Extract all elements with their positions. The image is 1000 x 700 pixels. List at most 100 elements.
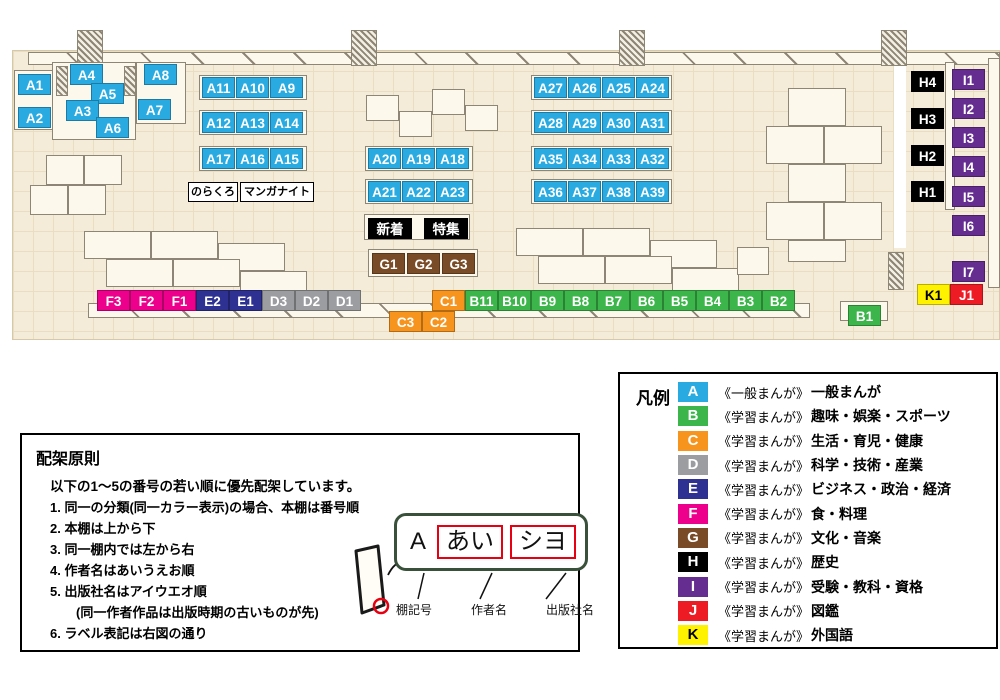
map-label-A23: A23 (436, 181, 469, 202)
map-label-I5: I5 (952, 186, 985, 207)
legend-prefix: 《学習まんが》 (718, 531, 810, 547)
map-label-A13: A13 (236, 112, 269, 133)
map-label-A20: A20 (368, 148, 401, 169)
legend-row-J: J《学習まんが》図鑑 (678, 599, 951, 623)
shelf-label-example: A あいシヨ (394, 513, 588, 571)
map-label-B10: B10 (498, 290, 531, 311)
shelf (399, 111, 432, 137)
map-label-B1: B1 (848, 305, 881, 326)
map-label-F1: F1 (163, 290, 196, 311)
map-label-H2: H2 (911, 145, 944, 166)
legend-chip-G: G (678, 527, 708, 548)
map-label-H3: H3 (911, 108, 944, 129)
map-label-G3: G3 (442, 253, 475, 274)
label-example-cell: あい (437, 525, 503, 559)
rule-line: 3. 同一棚内では左から右 (50, 542, 195, 557)
map-label-A7: A7 (138, 99, 171, 120)
legend-prefix: 《学習まんが》 (718, 507, 810, 523)
pillar-hatch (77, 30, 103, 66)
shelf (84, 231, 151, 259)
map-label-A2: A2 (18, 107, 51, 128)
label-example-caption: 出版社名 (545, 603, 594, 617)
map-label-I6: I6 (952, 215, 985, 236)
map-label-A34: A34 (568, 148, 601, 169)
label-example-cell: シヨ (510, 525, 576, 559)
map-label-A33: A33 (602, 148, 635, 169)
rule-line: 5. 出版社名はアイウエオ順 (50, 584, 207, 599)
label-example-caption: 作者名 (470, 603, 507, 617)
rules-panel: 配架原則 以下の1〜5の番号の若い順に優先配架しています。 1. 同一の分類(同… (20, 433, 594, 652)
shelf (644, 52, 882, 65)
pillar-hatch (888, 252, 904, 290)
shelf (30, 185, 68, 215)
map-label-A1: A1 (18, 74, 51, 95)
map-label-I2: I2 (952, 98, 985, 119)
legend-category-name: 図鑑 (811, 602, 840, 619)
map-label-特集: 特集 (424, 218, 468, 239)
rule-line: (同一作者作品は出版時期の古いものが先) (76, 605, 319, 620)
map-label-B6: B6 (630, 290, 663, 311)
shelf (788, 88, 846, 126)
legend-category-name: 食・料理 (811, 505, 868, 522)
map-label-A26: A26 (568, 77, 601, 98)
pillar-hatch (124, 66, 136, 96)
shelf (583, 228, 650, 256)
map-label-A5: A5 (91, 83, 124, 104)
legend-chip-I: I (678, 576, 708, 597)
shelf (366, 95, 399, 121)
shelf (650, 240, 717, 268)
map-label-B9: B9 (531, 290, 564, 311)
rule-line: 2. 本棚は上から下 (50, 521, 156, 536)
legend-chip-H: H (678, 552, 708, 573)
legend-chip-K: K (678, 625, 708, 646)
map-label-B2: B2 (762, 290, 795, 311)
legend-prefix: 《学習まんが》 (718, 555, 810, 571)
map-label-C2: C2 (422, 311, 455, 332)
rules-intro: 以下の1〜5の番号の若い順に優先配架しています。 (50, 479, 361, 494)
legend-category-name: 生活・育児・健康 (811, 432, 924, 449)
aisle-gap (894, 66, 906, 248)
map-label-E2: E2 (196, 290, 229, 311)
legend-row-I: I 《学習まんが》受験・教科・資格 (678, 574, 951, 598)
legend-row-B: B《学習まんが》趣味・娯楽・スポーツ (678, 404, 951, 428)
shelf (516, 228, 583, 256)
legend-prefix: 《学習まんが》 (718, 580, 810, 596)
map-label-B11: B11 (465, 290, 498, 311)
map-label-I7: I7 (952, 261, 985, 282)
map-label-I1: I1 (952, 69, 985, 90)
legend-category-name: 受験・教科・資格 (811, 578, 924, 595)
shelf (824, 202, 882, 240)
map-label-A21: A21 (368, 181, 401, 202)
rule-line: 6. ラベル表記は右図の通り (50, 626, 208, 641)
legend-row-A: A《一般まんが》一般まんが (678, 380, 951, 404)
map-label-A10: A10 (236, 77, 269, 98)
legend-category-name: 歴史 (811, 554, 840, 571)
shelf (538, 256, 605, 284)
shelf (766, 202, 824, 240)
map-label-A9: A9 (270, 77, 303, 98)
map-label-B5: B5 (663, 290, 696, 311)
map-label-A39: A39 (636, 181, 669, 202)
map-label-H4: H4 (911, 71, 944, 92)
legend-chip-D: D (678, 455, 708, 476)
map-label-C1: C1 (432, 290, 465, 311)
legend-chip-J: J (678, 600, 708, 621)
legend-chip-A: A (678, 382, 708, 403)
label-example-cell: A (409, 528, 426, 556)
map-label-E1: E1 (229, 290, 262, 311)
map-label-A31: A31 (636, 112, 669, 133)
shelf (766, 126, 824, 164)
shelf (465, 105, 498, 131)
pillar-hatch (881, 30, 907, 66)
map-label-A36: A36 (534, 181, 567, 202)
shelf (988, 58, 1000, 288)
shelf (151, 231, 218, 259)
map-label-のらくろ: のらくろ (188, 182, 238, 202)
legend-prefix: 《学習まんが》 (718, 458, 810, 474)
legend-category-name: 趣味・娯楽・スポーツ (811, 408, 951, 425)
map-label-A25: A25 (602, 77, 635, 98)
pillar-hatch (351, 30, 377, 66)
map-label-A15: A15 (270, 148, 303, 169)
